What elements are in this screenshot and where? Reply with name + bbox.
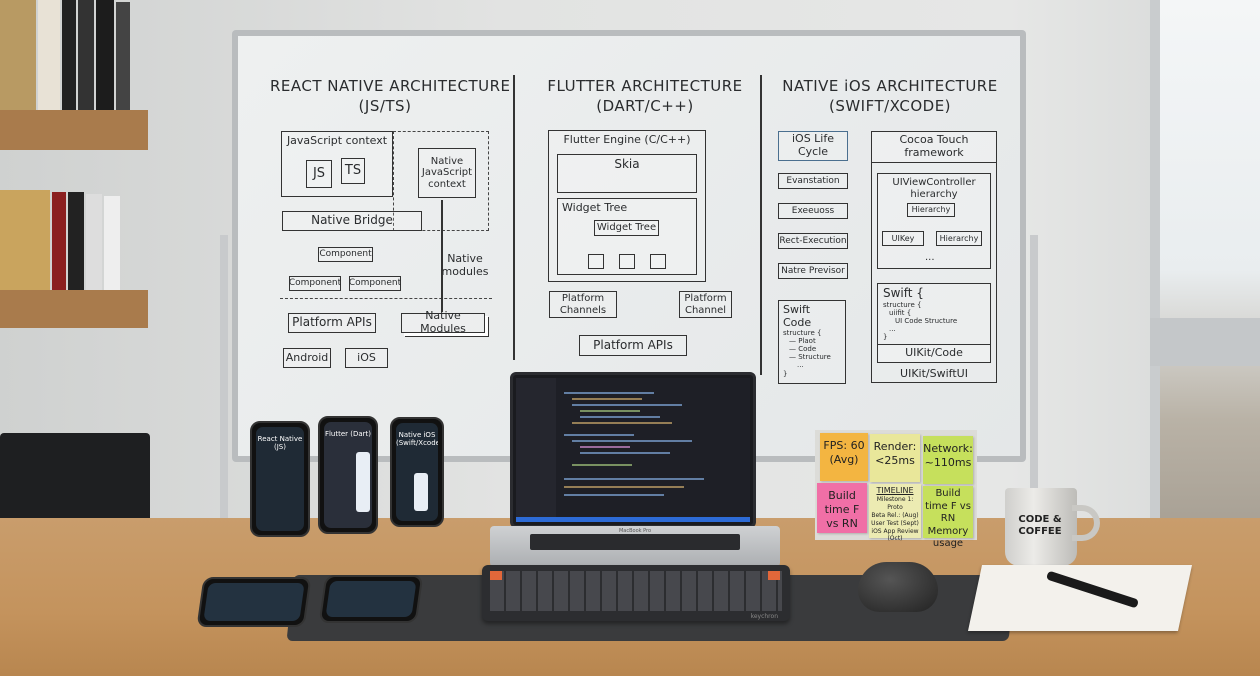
ios-uikey: UIKey xyxy=(882,231,924,246)
flutter-platform-apis: Platform APIs xyxy=(579,335,687,356)
notebook xyxy=(967,565,1193,631)
rn-android: Android xyxy=(283,348,331,368)
phone-label: React Native (JS) xyxy=(257,435,303,452)
bookshelf-top xyxy=(0,0,148,152)
window xyxy=(1150,0,1260,600)
ios-uikit-swiftui: UIKit/SwiftUI xyxy=(900,367,968,380)
whiteboard-stand-right xyxy=(1030,235,1038,525)
rn-component-left: Component xyxy=(289,276,341,291)
sticky-network: Network: ~110ms xyxy=(923,436,973,484)
phone-label: Native iOS (Swift/Xcode) xyxy=(396,431,438,448)
rn-js: JS xyxy=(306,160,332,188)
sticky-build-time: Build time F vs RN xyxy=(817,483,867,533)
rn-component-right: Component xyxy=(349,276,401,291)
ios-subtitle: (SWIFT/XCODE) xyxy=(828,97,952,115)
rn-title: REACT NATIVE ARCHITECTURE xyxy=(270,77,511,95)
flutter-title: FLUTTER ARCHITECTURE xyxy=(547,77,743,95)
mouse xyxy=(858,562,938,612)
ios-uikit-code: UIKit/Code xyxy=(877,344,991,363)
ios-vc-hierarchy: UIViewController hierarchy xyxy=(877,173,991,269)
whiteboard-stand-left xyxy=(220,235,228,525)
widget-node xyxy=(650,254,666,269)
mug-handle xyxy=(1072,505,1100,541)
window-frame xyxy=(1150,318,1260,366)
keyboard-brand: keychron xyxy=(750,613,778,620)
phone-lying-right xyxy=(318,575,424,623)
ios-cocoa-touch-header: Cocoa Touch framework xyxy=(871,131,997,163)
sticky-fps: FPS: 60 (Avg) xyxy=(820,433,868,481)
widget-node xyxy=(588,254,604,269)
ios-step: Exeeuoss xyxy=(778,203,848,219)
laptop-base: MacBook Pro xyxy=(490,526,780,570)
rn-component: Component xyxy=(318,247,373,262)
rn-ts: TS xyxy=(341,158,365,184)
ios-step: Evanstation xyxy=(778,173,848,189)
mechanical-keyboard: keychron xyxy=(482,565,790,621)
widget-node xyxy=(619,254,635,269)
ios-step: Rect-Execution xyxy=(778,233,848,249)
phone-flutter: Flutter (Dart) xyxy=(318,416,378,534)
flutter-platform-channel: Platform Channel xyxy=(679,291,732,318)
flutter-subtitle: (DART/C++) xyxy=(596,97,694,115)
sticky-build-memory: Build time F vs RN Memory usage xyxy=(923,486,973,549)
ios-title: NATIVE iOS ARCHITECTURE xyxy=(782,77,998,95)
code-editor xyxy=(516,378,750,522)
rn-ios: iOS xyxy=(345,348,388,368)
flutter-engine: Flutter Engine (C/C++) xyxy=(548,130,706,282)
rn-subtitle: (JS/TS) xyxy=(358,97,412,115)
rn-platform-apis: Platform APIs xyxy=(288,313,376,333)
phone-native-ios: Native iOS (Swift/Xcode) xyxy=(390,417,444,527)
rn-native-modules: Native Modules xyxy=(401,310,485,335)
ios-step: Natre Previsor xyxy=(778,263,848,279)
sticky-render: Render: <25ms xyxy=(870,434,920,482)
mug-text: CODE & COFFEE xyxy=(1018,514,1062,537)
bookshelf-middle xyxy=(0,190,148,330)
ios-hierarchy: Hierarchy xyxy=(907,203,955,217)
ios-life-cycle: iOS Life Cycle xyxy=(778,131,848,161)
phone-lying-left xyxy=(196,577,312,627)
rn-js-context: JavaScript context xyxy=(281,131,393,197)
flutter-widget-tree-inner: Widget Tree xyxy=(594,220,659,236)
laptop-label: MacBook Pro xyxy=(618,528,652,534)
flutter-platform-channels: Platform Channels xyxy=(549,291,617,318)
rn-native-js-context: Native JavaScript context xyxy=(418,148,476,198)
laptop-screen xyxy=(510,372,756,528)
flutter-skia: Skia xyxy=(557,154,697,193)
phone-label: Flutter (Dart) xyxy=(324,430,372,438)
rn-native-modules-label: Native modules xyxy=(441,252,489,278)
rn-native-bridge: Native Bridge xyxy=(282,211,422,231)
ios-swift-code: Swift Code structure { — Plaot — Code — … xyxy=(778,300,846,384)
ios-ellipsis: ... xyxy=(925,252,935,263)
flutter-widget-tree-outer: Widget Tree xyxy=(557,198,697,275)
phone-react-native: React Native (JS) xyxy=(250,421,310,537)
ios-swift-block: Swift { structure { uiifit { UI Code Str… xyxy=(877,283,991,363)
coffee-mug: CODE & COFFEE xyxy=(1005,488,1077,566)
ios-hierarchy-right: Hierarchy xyxy=(936,231,982,246)
